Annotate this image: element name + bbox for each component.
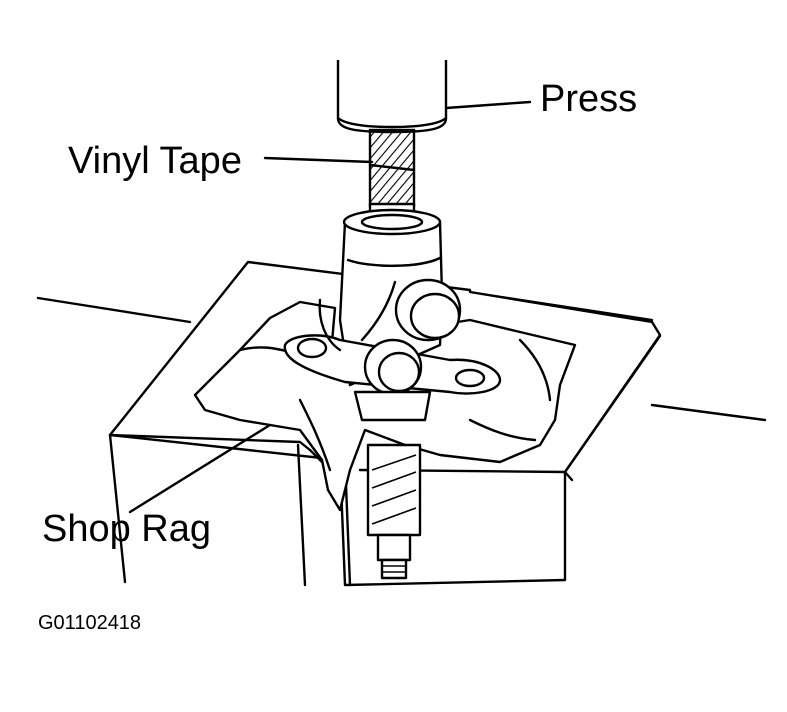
press-label: Press <box>540 78 638 120</box>
shop-rag-label: Shop Rag <box>42 508 212 550</box>
drive-gear <box>366 443 422 580</box>
leader-lines <box>128 100 532 514</box>
vinyl-tape-label: Vinyl Tape <box>68 140 242 182</box>
pump-body <box>283 208 502 422</box>
figure-code: G01102418 <box>38 612 142 634</box>
press-ram <box>336 60 448 134</box>
